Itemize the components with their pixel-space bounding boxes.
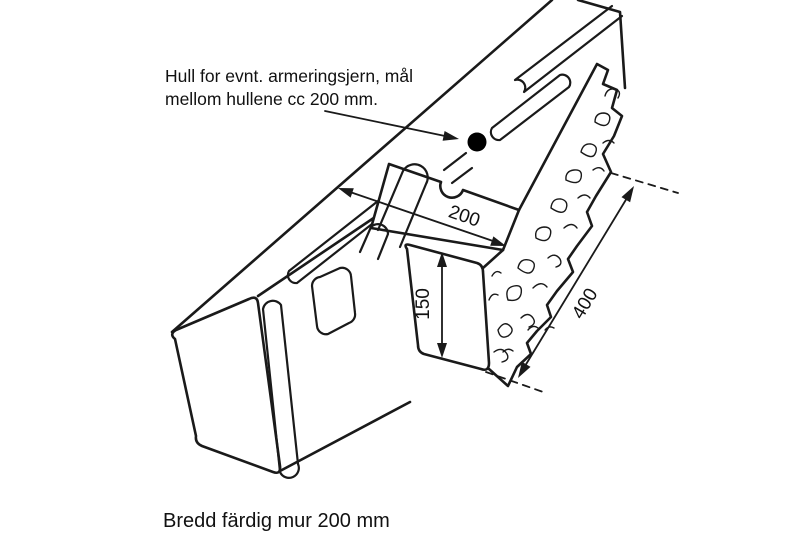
dimension-400: 400 bbox=[485, 172, 679, 394]
dim-400-arrowhead-bottom-icon bbox=[518, 361, 531, 378]
dim-150-arrowhead-bottom-icon bbox=[437, 343, 447, 358]
dim-400-arrowhead-top-icon bbox=[621, 186, 634, 203]
long-block-top-back-edge bbox=[170, 0, 554, 334]
dim-150-arrowhead-top-icon bbox=[437, 252, 447, 267]
leader-arrow bbox=[324, 110, 459, 141]
end-tongue-rib bbox=[261, 299, 300, 479]
front-block bbox=[358, 62, 624, 388]
front-block-end-ribs bbox=[358, 163, 429, 261]
extension-line-bottom bbox=[485, 371, 547, 394]
annotation-line-2: mellom hullene cc 200 mm. bbox=[165, 89, 378, 109]
annotation-line-1: Hull for evnt. armeringsjern, mål bbox=[165, 66, 413, 86]
annotation: Hull for evnt. armeringsjern, mål mellom… bbox=[165, 66, 413, 109]
end-face-bevel-edge bbox=[481, 248, 505, 270]
long-block-bottom-front-edge bbox=[278, 400, 412, 473]
dimension-150: 150 bbox=[413, 252, 447, 358]
dim-400-label: 400 bbox=[568, 285, 602, 323]
caption: Bredd färdig mur 200 mm bbox=[163, 510, 390, 532]
long-block bbox=[170, 0, 627, 479]
rebar-hole-dot bbox=[467, 132, 487, 152]
dim-200-arrowhead-left-icon bbox=[338, 188, 354, 198]
top-face-tongues bbox=[286, 4, 624, 285]
leader-arrowhead-icon bbox=[442, 131, 459, 141]
front-face-notch bbox=[310, 266, 357, 336]
extension-line-top bbox=[610, 172, 679, 194]
front-block-end-face bbox=[404, 243, 491, 372]
dim-200-arrowhead-right-icon bbox=[490, 236, 506, 246]
long-block-right-end bbox=[576, 0, 627, 90]
split-face-texture bbox=[488, 88, 621, 363]
dim-150-label: 150 bbox=[413, 288, 434, 320]
